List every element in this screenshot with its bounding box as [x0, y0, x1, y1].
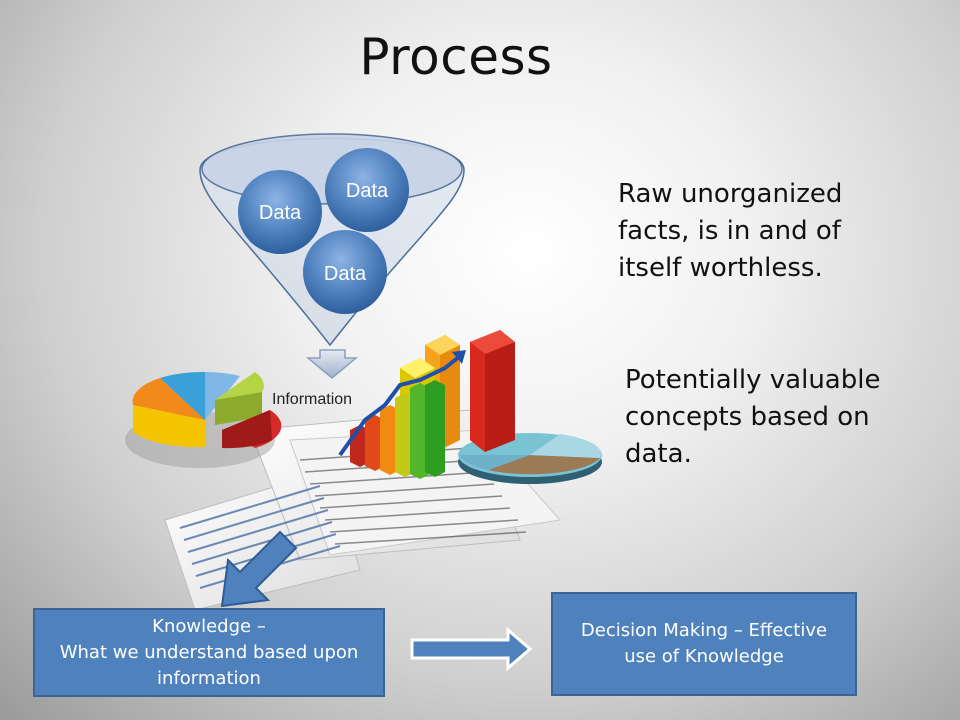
bar-chart-3d [338, 330, 515, 479]
knowledge-arrow [220, 530, 298, 608]
knowledge-title: Knowledge – [152, 615, 266, 637]
decision-making-box: Decision Making – Effective use of Knowl… [551, 592, 857, 696]
decision-arrow [410, 626, 533, 672]
knowledge-box: Knowledge – What we understand based upo… [33, 608, 385, 697]
information-label: Information [272, 391, 352, 408]
knowledge-definition: What we understand based upon [59, 641, 359, 663]
slide-title: Process [359, 28, 553, 86]
data-description: Raw unorganized facts, is in and of itse… [618, 179, 843, 283]
knowledge-definition-end: information [157, 667, 261, 689]
data-bubble-label: Data [324, 263, 367, 285]
funnel-down-arrow [305, 349, 359, 379]
data-bubble [303, 230, 387, 314]
decision-making-text: Decision Making – Effective use of Knowl… [580, 620, 828, 667]
data-bubble [325, 148, 409, 232]
data-bubble-label: Data [346, 180, 389, 202]
data-bubble [238, 170, 322, 254]
pie-chart-left [125, 371, 282, 468]
data-bubble-label: Data [259, 202, 302, 224]
information-description: Potentially valuable concepts based on d… [625, 365, 881, 469]
